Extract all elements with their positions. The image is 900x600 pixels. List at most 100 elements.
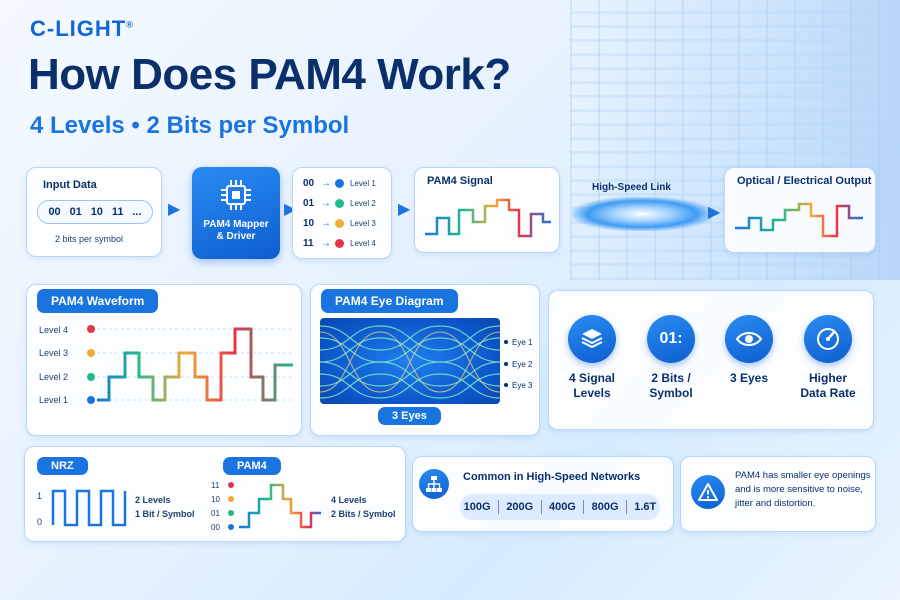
high-speed-link-label: High-Speed Link (592, 182, 671, 193)
pam4-signal-title: PAM4 Signal (427, 175, 493, 187)
feature-text: 2 Bits / (651, 371, 691, 385)
pam4-levels: 4 Levels (331, 495, 367, 505)
eye-pattern (320, 325, 500, 399)
arrow-icon: ▶ (168, 201, 181, 218)
level-label: Level 4 (39, 325, 69, 335)
mapping-code: 00 (303, 178, 315, 189)
arrow-icon: ▶ (708, 204, 721, 221)
mapper-label: PAM4 Mapper & Driver (192, 219, 280, 243)
rate-item: 400G (548, 501, 576, 513)
note-card: PAM4 has smaller eye openings and is mor… (680, 456, 876, 532)
feature-text: Levels (573, 386, 611, 400)
eye-diagram-plot (320, 318, 500, 404)
pam4-bits: 2 Bits / Symbol (331, 509, 396, 519)
pam4-mapper-block: PAM4 Mapper & Driver (192, 167, 280, 259)
feature-text: Higher (808, 371, 847, 385)
mapper-label-line: & Driver (216, 231, 256, 242)
page-title: How Does PAM4 Work? (28, 50, 511, 99)
chip-icon (221, 180, 251, 210)
level-3-dot (87, 349, 95, 357)
bit-pair: 01 (69, 206, 82, 218)
rate-item: 800G (591, 501, 619, 513)
pam4-signal-waveform (425, 198, 551, 238)
feature-text: 3 Eyes (729, 371, 769, 385)
nrz-title: NRZ (37, 457, 88, 475)
nrz-levels: 2 Levels (135, 495, 171, 505)
eye-count-badge: 3 Eyes (378, 407, 441, 425)
output-waveform (735, 202, 863, 238)
output-title: Optical / Electrical Output (737, 175, 872, 187)
brand-logo: C-LIGHT® (30, 16, 134, 41)
note-text: PAM4 has smaller eye openings and is mor… (735, 470, 871, 509)
input-data-title: Input Data (43, 179, 97, 191)
eye-diagram-title: PAM4 Eye Diagram (321, 289, 458, 313)
eye-label: Eye 1 (512, 338, 533, 347)
feature-three-eyes: 3 Eyes (709, 315, 789, 386)
input-data-card: Input Data 00 01 10 11 ... 2 bits per sy… (26, 167, 162, 257)
feature-text: Symbol (649, 386, 693, 400)
level-dot (335, 179, 344, 188)
nrz-tick: 0 (37, 517, 43, 527)
level-dot (335, 199, 344, 208)
mapping-level: Level 4 (350, 239, 376, 248)
pam4-mini-waveform (228, 482, 321, 530)
bits-sequence: 00 01 10 11 ... (37, 200, 153, 224)
pam4-tick: 00 (211, 523, 220, 532)
eye-label: Eye 2 (512, 360, 533, 369)
rate-item: 100G (463, 501, 491, 513)
mapping-level: Level 2 (350, 199, 376, 208)
mapping-row: 10→ Level 3 (303, 218, 376, 229)
arrow-icon: ▶ (398, 201, 411, 218)
warning-icon (691, 475, 725, 509)
feature-bits-per-symbol: 01: 2 Bits /Symbol (631, 315, 711, 401)
level-1-dot (87, 396, 95, 404)
mapping-code: 01 (303, 198, 315, 209)
level-dot (335, 239, 344, 248)
level-label: Level 2 (39, 372, 69, 382)
page-subtitle: 4 Levels • 2 Bits per Symbol (30, 112, 350, 139)
bit-pair: ... (132, 206, 142, 218)
mapping-level: Level 3 (350, 219, 376, 228)
pam4-waveform-plot (87, 325, 293, 404)
layers-icon (568, 315, 616, 363)
pam4-waveform-card: PAM4 Waveform Level 4 Level 3 Level 2 Le… (26, 284, 302, 436)
pam4-title: PAM4 (223, 457, 281, 475)
nrz-vs-pam4-card: NRZ 1 0 2 Levels 1 Bit / Symbol PAM4 11 … (24, 446, 406, 542)
eye-marker-dots (504, 340, 508, 387)
pam4-signal-card: PAM4 Signal (414, 167, 560, 253)
bit-pair: 00 (48, 206, 61, 218)
level-4-dot (87, 325, 95, 333)
mapping-level: Level 1 (350, 179, 376, 188)
pam4-waveform-title: PAM4 Waveform (37, 289, 159, 313)
data-rate-list: 100G 200G 400G 800G 1.6T (460, 494, 660, 520)
mapping-row: 00→ Level 1 (303, 178, 376, 189)
bit-pair: 10 (90, 206, 103, 218)
networks-title: Common in High-Speed Networks (463, 471, 641, 483)
mapping-code: 10 (303, 218, 315, 229)
mapping-row: 11→ Level 4 (303, 238, 376, 249)
eye-icon (725, 315, 773, 363)
mapper-label-line: PAM4 Mapper (203, 219, 269, 230)
nrz-tick: 1 (37, 491, 43, 501)
feature-text: Data Rate (800, 386, 856, 400)
eye-label: Eye 3 (512, 381, 533, 390)
nrz-bits: 1 Bit / Symbol (135, 509, 195, 519)
rate-item: 1.6T (634, 501, 657, 513)
gauge-icon (804, 315, 852, 363)
level-mapping-card: 00→ Level 1 01→ Level 2 10→ Level 3 11→ … (292, 167, 392, 259)
binary-icon: 01: (647, 315, 695, 363)
output-card: Optical / Electrical Output (724, 167, 876, 253)
network-icon (419, 469, 449, 499)
pam4-tick: 10 (211, 495, 220, 504)
rate-item: 200G (506, 501, 534, 513)
level-2-dot (87, 373, 95, 381)
pam4-tick: 11 (211, 481, 220, 490)
level-label: Level 3 (39, 348, 69, 358)
level-dot (335, 219, 344, 228)
mapping-code: 11 (303, 238, 314, 249)
level-label: Level 1 (39, 395, 69, 405)
nrz-waveform (51, 489, 127, 527)
bits-caption: 2 bits per symbol (55, 234, 124, 244)
bit-pair: 11 (111, 206, 124, 218)
